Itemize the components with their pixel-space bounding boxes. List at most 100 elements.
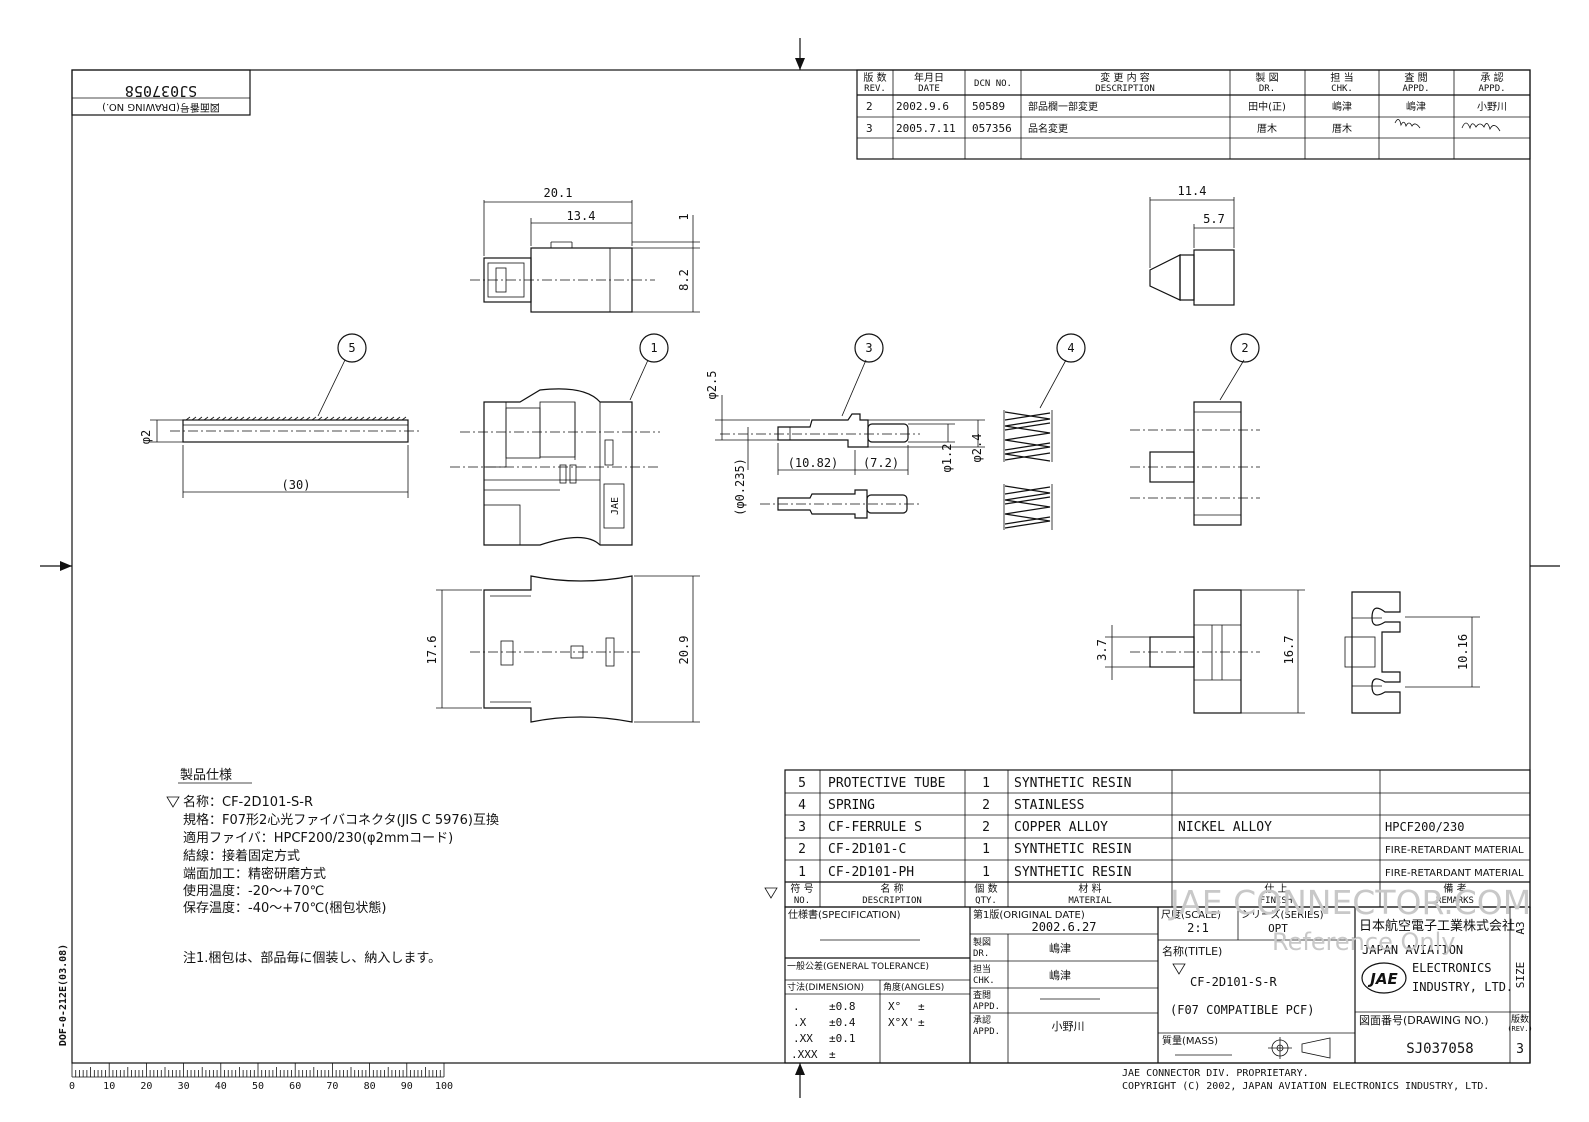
part-1-desc: CF-2D101-PH (828, 865, 914, 880)
appd2-header-en: APPD. (1478, 84, 1505, 94)
chk-header-jp: 担 当 (1330, 71, 1353, 84)
drawing-no-top-label: 図面番号(DRAWING NO.) (102, 101, 220, 113)
jae-logo: JAE (1361, 962, 1407, 994)
spec-line-fiber: 適用ファイバ：HPCF200/230(φ2mmコード) (183, 830, 453, 846)
date-header-en: DATE (918, 84, 940, 94)
dim-phi-2: φ2 (139, 430, 153, 444)
rev-row1-appd2: 小野川 (1477, 101, 1507, 113)
dr-label-en: DR. (973, 949, 989, 959)
scale-value: 2:1 (1187, 921, 1209, 935)
ruler-label: 90 (401, 1081, 413, 1092)
part-1-remarks: FIRE-RETARDANT MATERIAL (1385, 868, 1524, 879)
dim-3-7: 3.7 (1095, 639, 1109, 661)
tol-dim-label: 寸法(DIMENSION) (787, 981, 864, 993)
ruler-label: 20 (140, 1081, 152, 1092)
protective-tube (150, 359, 420, 498)
rev-header-jp: 版 数 (863, 71, 886, 84)
title-value: CF-2D101-S-R (1190, 975, 1277, 989)
header-finish-jp: 仕 上 (1264, 882, 1287, 895)
tol-row3-c2: ±0.1 (829, 1032, 856, 1045)
tol-row1-c3: X° (888, 1000, 901, 1013)
spec-note: 注1.梱包は、部品毎に個装し、納入します。 (183, 950, 441, 966)
dr-header-en: DR. (1259, 84, 1275, 94)
chk-label-en: CHK. (973, 976, 995, 986)
clip-view (1344, 591, 1480, 714)
springs (1003, 359, 1067, 530)
ruler-label: 60 (289, 1081, 301, 1092)
spec-heading: 製品仕様 (180, 768, 232, 783)
title-block: 仕様書(SPECIFICATION) 第1版(ORIGINAL DATE) 20… (784, 906, 1533, 1064)
part-2-remarks: FIRE-RETARDANT MATERIAL (1385, 845, 1524, 856)
chk-label-jp: 担当 (973, 963, 991, 975)
watermark-line1: JAE CONNECTOR.COM (1168, 883, 1531, 922)
appd1-header-jp: 査 閲 (1404, 71, 1427, 84)
dim-phi-2-5: φ2.5 (705, 371, 719, 400)
title-sub: (F07 COMPATIBLE PCF) (1170, 1003, 1315, 1017)
tol-row4-c2: ± (829, 1048, 836, 1061)
dim-20-1: 20.1 (544, 186, 573, 200)
revision-table: 版 数 REV. 年月日 DATE DCN NO. 変 更 内 容 DESCRI… (856, 69, 1531, 160)
dim-phi-2-4: φ2.4 (970, 434, 984, 463)
part-5-desc: PROTECTIVE TUBE (828, 776, 945, 791)
tol-ang-label: 角度(ANGLES) (883, 981, 944, 993)
rev-row2-date: 2005.7.11 (896, 122, 956, 135)
dim-7-2: (7.2) (863, 456, 899, 470)
cover-view (1149, 197, 1235, 306)
header-qty-en: QTY. (975, 896, 997, 906)
dim-17-6: 17.6 (425, 636, 439, 665)
dim-phi-1-2: φ1.2 (940, 444, 954, 473)
tol-row1-c1: . (793, 1000, 800, 1013)
footer-proprietary: JAE CONNECTOR DIV. PROPRIETARY. (1122, 1068, 1309, 1079)
revision-triangle-icon (764, 887, 778, 899)
balloon-5 (337, 333, 367, 363)
balloon-1-label: 1 (650, 341, 657, 355)
spec-line-operating-temp: 使用温度：-20〜+70℃ (183, 883, 324, 899)
header-no-en: NO. (794, 896, 810, 906)
part-1-no: 1 (798, 865, 806, 880)
dim-30: (30) (282, 478, 311, 492)
part-1-material: SYNTHETIC RESIN (1014, 865, 1131, 880)
ruler-label: 70 (326, 1081, 338, 1092)
company-en-2: ELECTRONICS (1412, 961, 1491, 975)
drawing-no-top: SJ037058 (125, 82, 197, 100)
size-label: SIZE (1514, 962, 1527, 989)
dim-10-82: (10.82) (788, 456, 839, 470)
signature-mark (1394, 119, 1421, 129)
desc-header-jp: 変 更 内 容 (1100, 71, 1150, 84)
appd1-label-en: APPD. (973, 1002, 1000, 1012)
tol-row3-c1: .XX (793, 1032, 813, 1045)
original-date-label: 第1版(ORIGINAL DATE) (973, 908, 1085, 921)
dim-1: 1 (677, 213, 691, 220)
part-4-desc: SPRING (828, 798, 875, 813)
part-2-qty: 1 (982, 842, 990, 857)
rev-label-en: (REV.) (1507, 1025, 1532, 1033)
dr-value: 嶋津 (1049, 941, 1071, 955)
ruler-label: 50 (252, 1081, 264, 1092)
appd1-header-en: APPD. (1402, 84, 1429, 94)
dim-11-4: 11.4 (1178, 184, 1207, 198)
parts-list: 5 PROTECTIVE TUBE 1 SYNTHETIC RESIN 4 SP… (764, 769, 1531, 908)
spec-label: 仕様書(SPECIFICATION) (788, 908, 901, 921)
company-en-1: JAPAN AVIATION (1362, 943, 1463, 957)
spec-line-standard: 規格：F07形2心光ファイバコネクタ(JIS C 5976)互換 (183, 812, 499, 828)
balloons: 5 1 3 4 2 (337, 333, 1260, 363)
tol-row2-c2: ±0.4 (829, 1016, 856, 1029)
part-4-no: 4 (798, 798, 806, 813)
rev-row2-rev: 3 (866, 122, 873, 135)
part-5-qty: 1 (982, 776, 990, 791)
spec-notes: 製品仕様 名称：CF-2D101-S-R 規格：F07形2心光ファイバコネクタ(… (166, 768, 499, 966)
company-en-3: INDUSTRY, LTD. (1412, 980, 1513, 994)
rev-row2-dcn: 057356 (972, 122, 1012, 135)
header-desc-jp: 名 称 (880, 882, 903, 895)
part-3-no: 3 (798, 820, 806, 835)
jae-logo-text: JAE (1367, 970, 1398, 988)
center-marks (40, 38, 1560, 1098)
header-material-jp: 材 料 (1078, 882, 1101, 895)
dim-20-9: 20.9 (677, 636, 691, 665)
header-no-jp: 符 号 (790, 882, 813, 895)
title-label: 名称(TITLE) (1162, 944, 1222, 958)
ruler-label: 30 (178, 1081, 190, 1092)
spec-line-polish: 端面加工：精密研磨方式 (183, 866, 326, 882)
part-5-material: SYNTHETIC RESIN (1014, 776, 1131, 791)
